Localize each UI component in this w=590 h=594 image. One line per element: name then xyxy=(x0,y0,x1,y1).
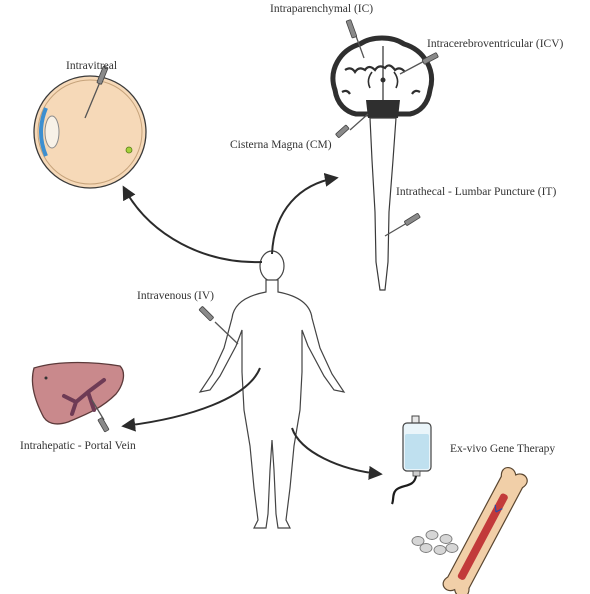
label-intrahepatic: Intrahepatic - Portal Vein xyxy=(20,440,136,452)
label-cisterna-magna: Cisterna Magna (CM) xyxy=(230,139,332,151)
label-intravitreal: Intravitreal xyxy=(66,60,117,72)
label-intrathecal: Intrathecal - Lumbar Puncture (IT) xyxy=(396,186,556,198)
needle-icon xyxy=(385,213,420,236)
iv-bag-illustration xyxy=(392,416,431,504)
bone-illustration xyxy=(441,465,530,594)
arrow-to-ex-vivo xyxy=(292,428,380,474)
arrow-to-liver xyxy=(124,368,260,426)
spinal-cord-illustration xyxy=(370,118,420,290)
label-intracerebroventricular: Intracerebroventricular (ICV) xyxy=(427,38,563,50)
label-intravenous: Intravenous (IV) xyxy=(137,290,214,302)
arrow-to-brain xyxy=(272,178,336,254)
needle-icon xyxy=(335,114,368,138)
cells-illustration xyxy=(412,531,458,555)
label-intraparenchymal: Intraparenchymal (IC) xyxy=(270,3,373,15)
label-ex-vivo: Ex-vivo Gene Therapy xyxy=(450,443,555,455)
eye-illustration xyxy=(34,66,146,188)
human-body-outline xyxy=(199,251,344,528)
arrow-to-eye xyxy=(124,188,262,262)
liver-illustration xyxy=(32,363,123,433)
